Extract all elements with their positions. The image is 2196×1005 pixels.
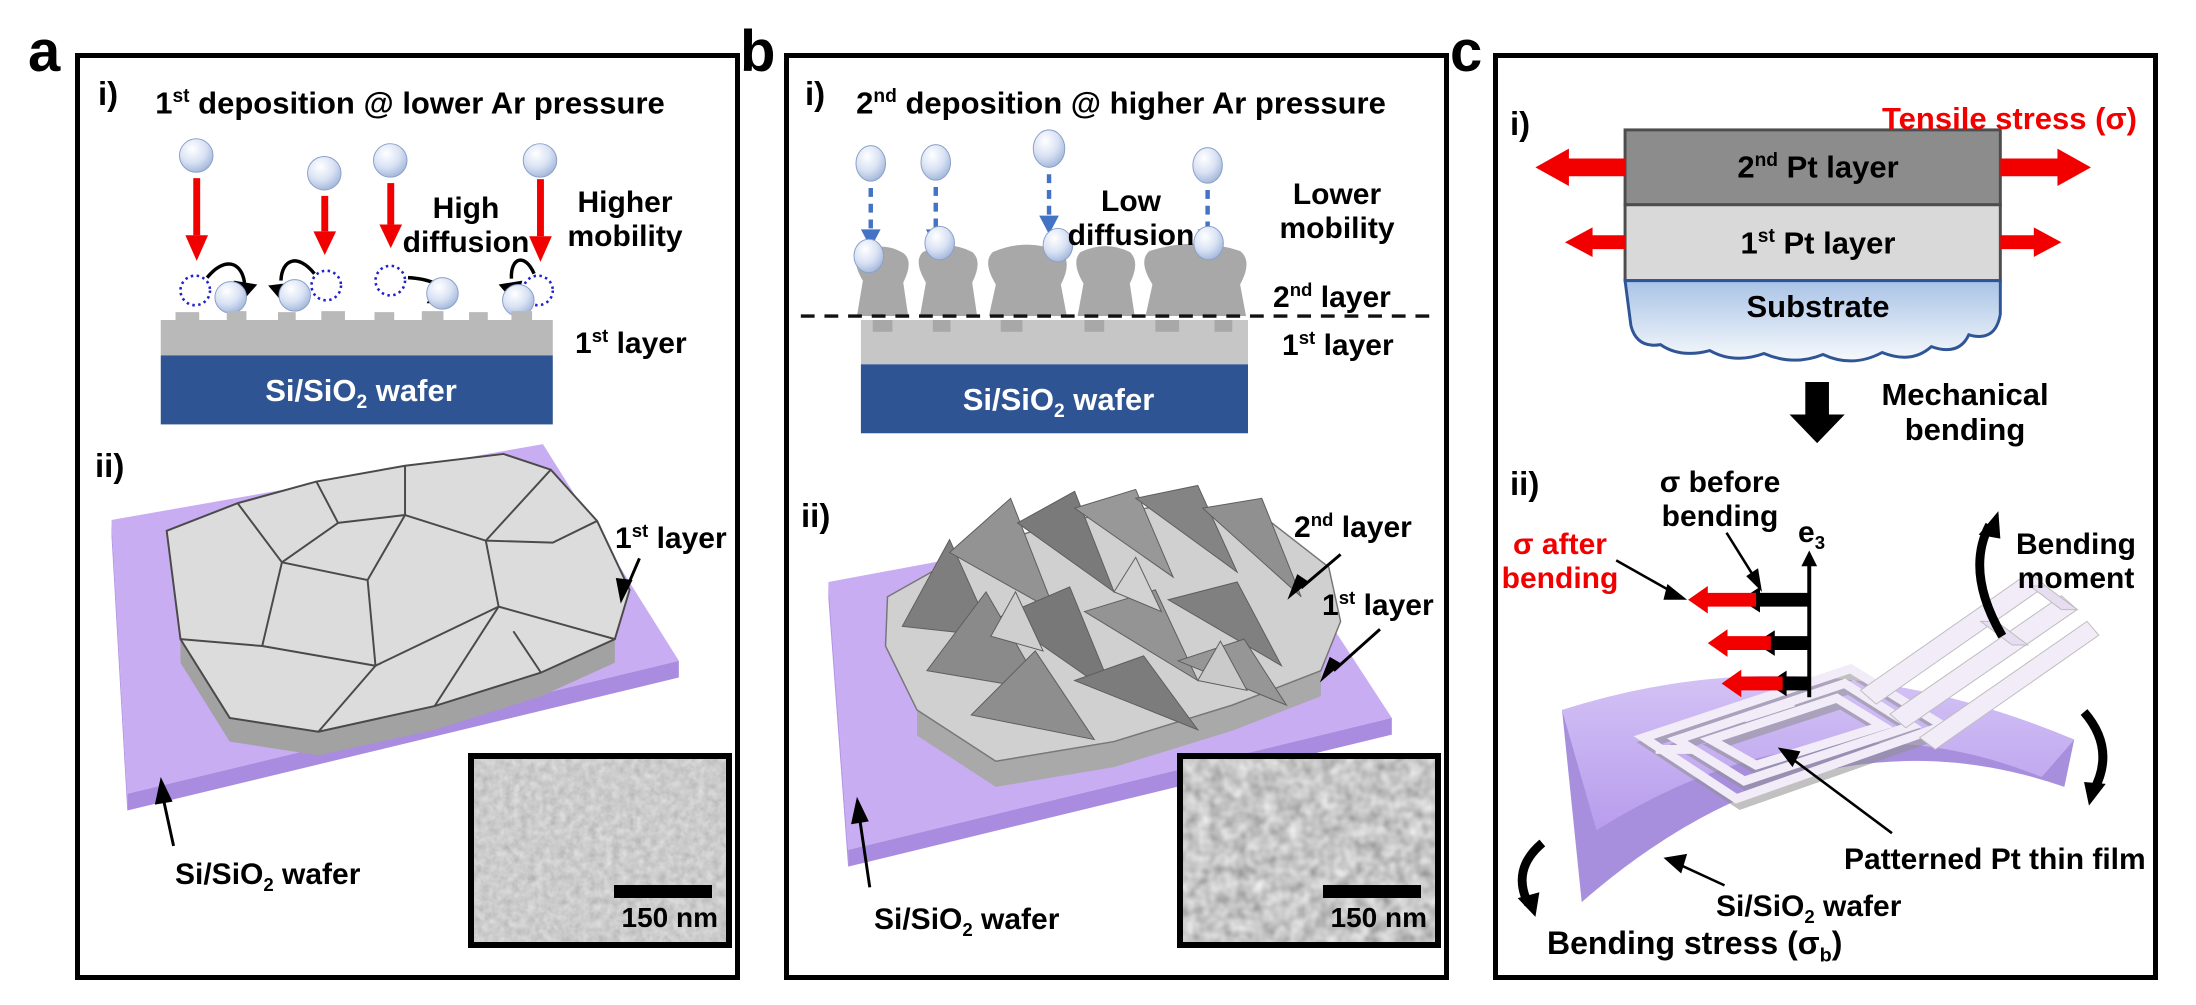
first-layer-3d-label: 1st layer: [1322, 587, 1434, 622]
wafer-bar-label: Si/SiO2 wafer: [265, 373, 457, 414]
first-layer-label: 1st layer: [1282, 327, 1394, 362]
numeral-i: i): [1510, 105, 1531, 142]
sem-texture-smooth: [474, 759, 726, 942]
sputtered-atoms: [178, 138, 558, 191]
tensile-stress-label: Tensile stress (σ): [1882, 101, 2137, 136]
scale-bar-label: 150 nm: [1330, 902, 1428, 933]
first-layer-cross-section: [860, 320, 1248, 365]
rough-grain-layer-3d: [884, 484, 1342, 787]
first-pt-layer-label: 1st Pt layer: [1740, 225, 1896, 261]
diffusion-hop-arrows: [205, 258, 536, 296]
second-pt-layer-label: 2nd Pt layer: [1737, 149, 1899, 185]
e3-axis-label: e3: [1798, 516, 1826, 553]
landed-atoms: [214, 277, 535, 317]
sputtered-atoms: [855, 129, 1223, 184]
bending-arrow-right: [2080, 709, 2108, 806]
panel-b: i) 2nd deposition @ higher Ar pressure L…: [784, 53, 1449, 980]
sem-inset: 150 nm: [1177, 753, 1441, 948]
panel-a-art: [111, 138, 679, 847]
wafer-3d-label: Si/SiO2 wafer: [1716, 890, 1902, 927]
numeral-ii: ii): [1510, 465, 1540, 502]
grain-pyramids: [901, 484, 1302, 741]
landed-atoms: [853, 225, 1224, 274]
grain-boundaries: [180, 465, 616, 733]
substrate-label: Substrate: [1746, 289, 1890, 324]
numeral-ii: ii): [801, 497, 831, 534]
wafer-bar: [160, 355, 553, 425]
panel-a: i) 1st deposition @ lower Ar pressure Hi…: [75, 53, 740, 980]
panel-c-art: [1517, 128, 2108, 917]
numeral-i: i): [98, 75, 119, 112]
film-lifted-flap: [1859, 571, 2100, 751]
column-roots: [872, 320, 1233, 332]
wafer-3d-label: Si/SiO2 wafer: [175, 858, 361, 895]
deposition-arrows-dashed: [868, 174, 1210, 230]
panel-a-title: 1st deposition @ lower Ar pressure: [155, 85, 665, 121]
patterned-film-label: Patterned Pt thin film: [1844, 843, 2146, 876]
tensile-arrows-large: [1535, 148, 2091, 187]
first-pt-layer: [1623, 203, 2002, 283]
diffusion-hop-arrowheads: [233, 280, 523, 307]
annotation-arrows: [851, 553, 1381, 888]
sem-inset: 150 nm: [468, 753, 732, 948]
annotation-arrows: [1615, 532, 1893, 887]
first-layer-label: 1st layer: [575, 325, 687, 360]
sigma-after-arrows: [1688, 585, 1783, 698]
bending-stress-label: Bending stress (σb): [1547, 925, 1843, 967]
wafer-3d-label: Si/SiO2 wafer: [874, 903, 1060, 940]
panel-c: i) Tensile stress (σ) 2nd Pt layer 1st P…: [1493, 53, 2158, 980]
deposition-arrows-red: [185, 178, 552, 262]
scale-bar: [1323, 885, 1421, 898]
scale-bar-label: 150 nm: [621, 902, 719, 933]
substrate-shape: [1623, 279, 2002, 363]
numeral-i: i): [805, 75, 826, 112]
grain-layer-3d: [165, 452, 631, 756]
bending-moment-arrow: [1975, 511, 2007, 639]
panel-b-title: 2nd deposition @ higher Ar pressure: [856, 85, 1386, 121]
panel-a-letter: a: [28, 19, 61, 84]
scale-bar: [614, 885, 712, 898]
tensile-arrows-small: [1564, 227, 2062, 257]
annotation-arrows: [154, 557, 641, 847]
panel-b-letter: b: [740, 19, 776, 84]
panel-c-letter: c: [1450, 19, 1483, 84]
numeral-ii: ii): [95, 447, 125, 484]
bending-arrow-left: [1517, 839, 1546, 917]
sem-texture-granular: [1183, 759, 1435, 942]
first-layer-3d-label: 1st layer: [615, 520, 727, 555]
second-layer-label: 2nd layer: [1273, 279, 1391, 314]
wafer-bar-label: Si/SiO2 wafer: [962, 382, 1155, 423]
wafer-bar: [860, 364, 1248, 434]
second-pt-layer: [1623, 128, 2002, 207]
second-layer-3d-label: 2nd layer: [1294, 509, 1412, 544]
first-layer-cross-section: [160, 311, 553, 356]
e3-axis: [1801, 550, 1818, 698]
mechanical-bending-arrow: [1789, 382, 1845, 444]
